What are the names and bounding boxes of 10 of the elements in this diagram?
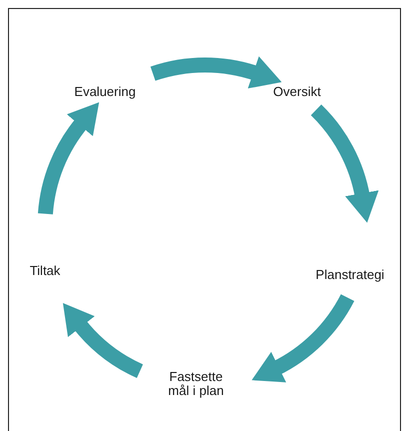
stage-label: Tiltak — [20, 264, 70, 278]
cycle-arrow — [310, 104, 378, 222]
cycle-arrow — [252, 294, 354, 382]
cycle-arrow — [150, 56, 282, 89]
stage-label: Oversikt — [262, 85, 332, 99]
stage-label: Planstrategi — [300, 268, 400, 282]
cycle-arrow — [62, 304, 144, 378]
cycle-arrow — [38, 101, 98, 215]
stage-label: Evaluering — [55, 85, 155, 99]
stage-label: Fastsette mål i plan — [160, 370, 232, 398]
